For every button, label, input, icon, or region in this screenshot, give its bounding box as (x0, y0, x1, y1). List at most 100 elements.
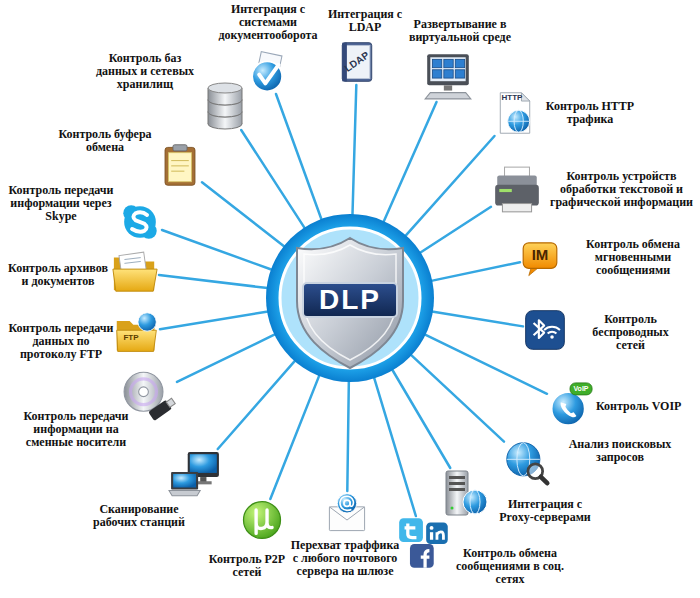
feature-node: Контроль буфера обмена (158, 143, 202, 187)
icon-part (561, 402, 577, 417)
icon-part (303, 283, 397, 317)
feature-label: Перехват траффика с любого почтового сер… (290, 539, 400, 579)
icon-text: LDAP (337, 45, 378, 79)
feature-node: Развертывание в виртуальной среде (422, 50, 474, 102)
icon-part (165, 147, 195, 185)
icon-part (244, 502, 281, 539)
icon-part (340, 496, 353, 510)
icon-part (430, 57, 465, 81)
icon-part (297, 238, 403, 368)
icon-part (544, 327, 560, 330)
connector-line (270, 375, 319, 499)
connector-line (159, 275, 268, 288)
feature-label: Интеграция с LDAP (318, 8, 412, 34)
icon-part (124, 372, 163, 411)
icon-part (499, 189, 511, 192)
icon-part (451, 507, 454, 510)
icon-part (449, 482, 465, 485)
icon-part (534, 320, 545, 338)
feature-label: Контроль обмена мгновенными сообщениями (578, 238, 688, 278)
feature-node: Анализ поисковых запросов (504, 440, 550, 486)
icon-part (405, 524, 417, 538)
icon-part (444, 70, 453, 78)
icon-part (502, 204, 531, 212)
icon-part (117, 330, 157, 351)
icon-part (570, 383, 592, 395)
connector-line (241, 130, 305, 228)
p2p-icon (241, 499, 283, 541)
feature-node: Контроль устройств обработки текстовой и… (491, 164, 543, 216)
connector-line (392, 369, 450, 468)
icon-part (437, 532, 443, 540)
usb-icon (123, 368, 177, 422)
icon-part (463, 490, 487, 514)
mail-icon (325, 491, 369, 535)
icon-part (430, 532, 433, 540)
icon-part (139, 387, 149, 397)
icon-part (171, 472, 198, 490)
archive-icon (111, 248, 159, 296)
feature-node: Сканирование рабочих станций (169, 449, 221, 501)
icon-part (132, 212, 147, 232)
icon-part (495, 185, 539, 206)
connector-line (177, 334, 275, 382)
icon-part (337, 494, 356, 513)
feature-node: Контроль P2P сетей (241, 499, 283, 541)
icon-part (526, 311, 565, 350)
social-icon (397, 516, 451, 570)
icon-part (432, 59, 441, 67)
icon-part (410, 544, 434, 568)
icon-part (113, 269, 157, 291)
feature-label: Контроль VOIP (596, 400, 694, 413)
icon-part (169, 491, 200, 496)
feature-label: Контроль архивов и документов (5, 262, 111, 288)
feature-label: Контроль буфера обмена (55, 128, 155, 154)
icon-part (432, 70, 441, 78)
icon-part (256, 510, 272, 534)
feature-label: Контроль баз данных и сетевых хранилищ (92, 52, 198, 92)
connector-line (162, 230, 272, 270)
connector-line (431, 262, 520, 281)
icon-part (426, 522, 448, 544)
icon-part (444, 59, 453, 67)
feature-label: Контроль обмена сообщениями в соц. сетях (455, 547, 565, 587)
feature-label: Контроль беспроводных сетей (578, 313, 683, 353)
icon-part (455, 70, 464, 78)
dlp-title: DLP (303, 283, 397, 317)
db-icon (200, 80, 250, 130)
search-icon (504, 440, 550, 486)
icon-part (138, 313, 156, 331)
icon-part (171, 160, 189, 161)
connector-line (384, 102, 437, 222)
icon-text: VoIP (570, 383, 592, 395)
icon-part (124, 258, 140, 260)
feature-label: Контроль передачи данных по протоколу FT… (8, 322, 114, 362)
icon-part (252, 61, 282, 91)
icon-text: HTTP (497, 93, 527, 103)
icon-part (444, 85, 452, 90)
connector-line (405, 136, 494, 236)
feature-node: Контроль баз данных и сетевых хранилищ (200, 80, 250, 130)
feature-node: Перехват траффика с любого почтового сер… (325, 491, 369, 535)
icon-part (455, 59, 464, 67)
feature-label: Интеграция с системами документооборота (208, 3, 328, 43)
icon-part (425, 93, 471, 99)
icon-text: IM (523, 245, 557, 265)
icon-part (521, 93, 529, 101)
feature-label: Интеграция с Proxy-серверами (490, 498, 600, 524)
icon-part (399, 518, 423, 542)
icon-part (169, 153, 192, 182)
icon-part (508, 110, 530, 132)
connector-line (352, 85, 356, 215)
feature-label: Развертывание в виртуальной среде (403, 18, 517, 44)
feature-node: Контроль обмена сообщениями в соц. сетях (397, 516, 451, 570)
icon-part (131, 379, 157, 405)
connector-line (218, 360, 296, 449)
icon-part (344, 500, 350, 506)
feature-node: Контроль передачи информации на сменные … (123, 368, 177, 422)
icon-part (550, 335, 554, 339)
proxy-icon (440, 468, 490, 518)
feature-label: Контроль передачи информации на сменные … (20, 410, 132, 450)
